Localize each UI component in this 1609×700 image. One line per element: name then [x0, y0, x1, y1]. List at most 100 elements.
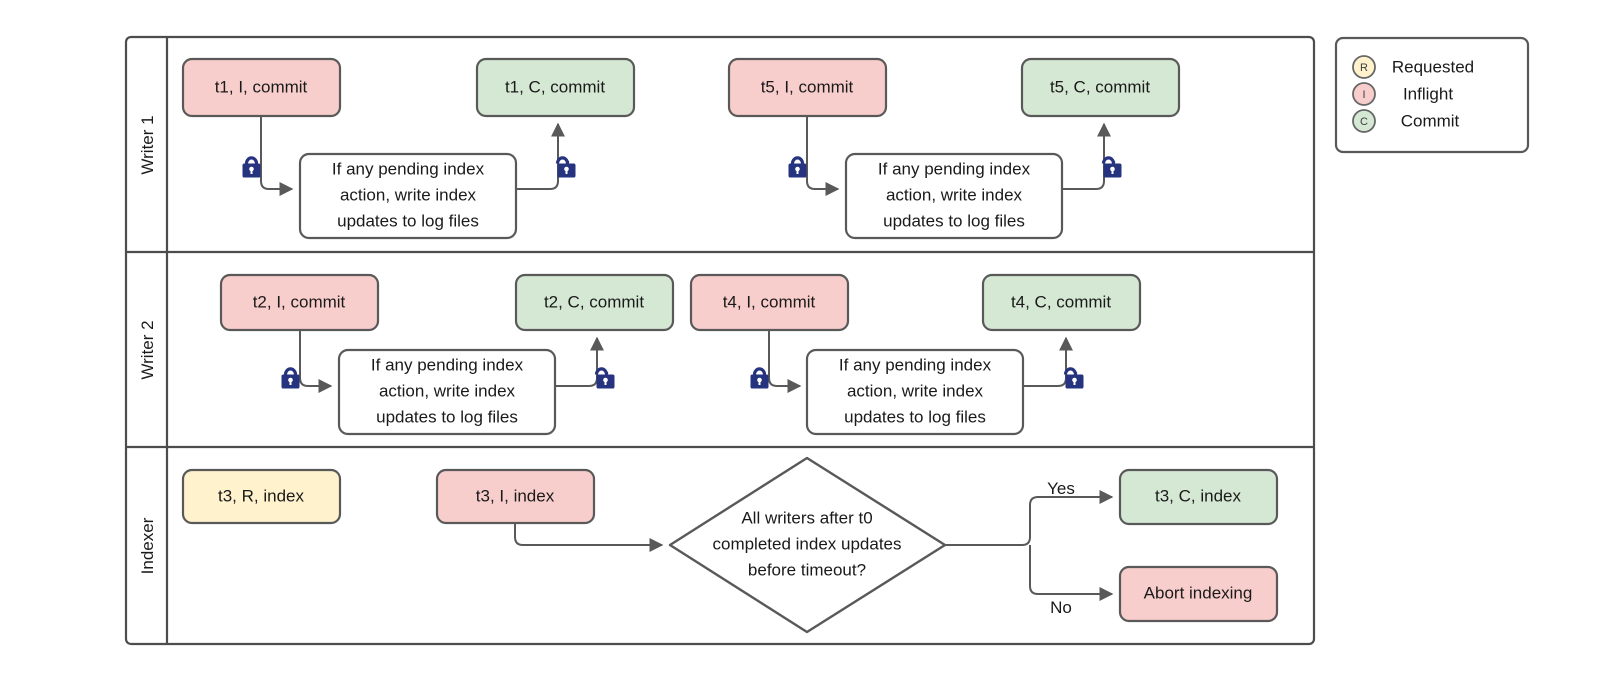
node-t4-inflight[interactable]: t4, I, commit — [689, 273, 850, 332]
lock-closed-icon — [788, 156, 807, 178]
node-t4-commit[interactable]: t4, C, commit — [981, 273, 1142, 332]
writer2-process-2-line-1: If any pending index — [839, 355, 992, 374]
lane-indexer-content: Yes No t3, R, index t3, I, index All wri… — [181, 456, 1279, 634]
writer1-process-1-line-2: action, write index — [340, 185, 477, 204]
node-t5-inflight-box[interactable] — [727, 57, 888, 118]
edge-process2-to-t4commit — [1024, 336, 1073, 387]
lane-writer2-content: t2, I, commit t2, C, commit t4, I, commi… — [219, 273, 1142, 436]
edge-label-no: No — [1050, 598, 1072, 617]
node-t2-commit-box[interactable] — [514, 273, 675, 332]
node-t1-inflight-box[interactable] — [181, 57, 342, 118]
legend-label-inflight: Inflight — [1403, 84, 1453, 103]
lock-open-icon — [1063, 367, 1084, 389]
node-abort-indexing-box[interactable] — [1118, 565, 1279, 623]
decision-diamond-shape[interactable] — [668, 456, 947, 634]
edge-t5inflight-to-process2 — [806, 116, 840, 196]
node-abort-indexing[interactable]: Abort indexing — [1118, 565, 1279, 623]
writer1-process-2-line-3: updates to log files — [883, 211, 1025, 230]
legend-badge-commit-icon — [1352, 109, 1376, 133]
node-t1-inflight-label: t1, I, commit — [215, 77, 308, 96]
writer1-process-2-line-1: If any pending index — [878, 159, 1031, 178]
legend-label-requested: Requested — [1392, 57, 1474, 76]
node-t1-commit-box[interactable] — [475, 57, 636, 118]
node-t5-commit-box[interactable] — [1020, 57, 1181, 118]
node-t3-commit-box[interactable] — [1118, 468, 1279, 526]
lock-closed-icon — [750, 367, 769, 389]
legend-item-inflight: I Inflight — [1352, 82, 1453, 106]
pool-outline — [124, 35, 1316, 646]
legend-container — [1334, 36, 1530, 154]
node-t1-inflight[interactable]: t1, I, commit — [181, 57, 342, 118]
node-writer2-process-2[interactable]: If any pending index action, write index… — [805, 348, 1025, 436]
node-t3-requested-label: t3, R, index — [218, 486, 304, 505]
node-t4-inflight-box[interactable] — [689, 273, 850, 332]
edge-process2-to-t5commit — [1062, 122, 1111, 190]
decision-line-1: All writers after t0 — [741, 508, 872, 527]
decision-line-2: completed index updates — [712, 534, 901, 553]
edge-decision-no-to-abort — [1029, 545, 1114, 601]
edge-process1-to-t2commit — [555, 336, 604, 387]
node-t2-commit-label: t2, C, commit — [544, 292, 644, 311]
node-abort-indexing-label: Abort indexing — [1144, 583, 1253, 602]
legend-badge-inflight-glyph: I — [1362, 89, 1365, 101]
edge-label-yes: Yes — [1047, 479, 1075, 498]
decision-all-writers-completed[interactable]: All writers after t0 completed index upd… — [668, 456, 947, 634]
writer1-process-1-line-3: updates to log files — [337, 211, 479, 230]
writer2-process-1-line-1: If any pending index — [371, 355, 524, 374]
node-writer2-process-1[interactable]: If any pending index action, write index… — [337, 348, 557, 436]
node-t3-inflight-label: t3, I, index — [476, 486, 555, 505]
writer2-process-2-line-2: action, write index — [847, 381, 984, 400]
node-t3-commit-label: t3, C, index — [1155, 486, 1241, 505]
node-t5-inflight-label: t5, I, commit — [761, 77, 854, 96]
lock-open-icon — [594, 367, 615, 389]
node-t3-commit[interactable]: t3, C, index — [1118, 468, 1279, 526]
lock-open-icon — [1101, 156, 1122, 178]
node-t1-commit-label: t1, C, commit — [505, 77, 605, 96]
node-t4-commit-box[interactable] — [981, 273, 1142, 332]
edge-process1-to-t1commit — [516, 122, 565, 190]
writer2-process-1-line-2: action, write index — [379, 381, 516, 400]
legend: R Requested I Inflight C Commit — [1334, 36, 1530, 154]
node-t2-inflight[interactable]: t2, I, commit — [219, 273, 380, 332]
lane-label-writer2: Writer 2 — [138, 320, 157, 379]
node-t4-inflight-label: t4, I, commit — [723, 292, 816, 311]
lane-writer1-content: t1, I, commit t1, C, commit t5, I, commi… — [181, 57, 1181, 240]
node-t5-commit-label: t5, C, commit — [1050, 77, 1150, 96]
lane-label-writer1: Writer 1 — [138, 115, 157, 174]
decision-line-3: before timeout? — [748, 560, 866, 579]
node-t2-inflight-box[interactable] — [219, 273, 380, 332]
node-t1-commit[interactable]: t1, C, commit — [475, 57, 636, 118]
lock-closed-icon — [281, 367, 300, 389]
node-t4-commit-label: t4, C, commit — [1011, 292, 1111, 311]
edge-decision-yes-to-t3commit — [945, 490, 1114, 546]
node-writer1-process-1-box[interactable] — [298, 152, 518, 240]
node-writer2-process-1-box[interactable] — [337, 348, 557, 436]
legend-label-commit: Commit — [1401, 111, 1460, 130]
legend-item-commit: C Commit — [1352, 109, 1460, 133]
node-writer2-process-2-box[interactable] — [805, 348, 1025, 436]
node-t5-inflight[interactable]: t5, I, commit — [727, 57, 888, 118]
node-t2-commit[interactable]: t2, C, commit — [514, 273, 675, 332]
node-t3-requested[interactable]: t3, R, index — [181, 468, 342, 525]
lane-label-indexer: Indexer — [138, 517, 157, 574]
node-writer1-process-1[interactable]: If any pending index action, write index… — [298, 152, 518, 240]
legend-item-requested: R Requested — [1352, 55, 1474, 79]
lock-open-icon — [555, 156, 576, 178]
node-t3-inflight[interactable]: t3, I, index — [435, 468, 596, 525]
lock-closed-icon — [242, 156, 261, 178]
swimlane-pool: Writer 1 Writer 2 Indexer — [124, 35, 1316, 646]
legend-badge-requested-icon — [1352, 55, 1376, 79]
node-t3-requested-box[interactable] — [181, 468, 342, 525]
node-writer1-process-2[interactable]: If any pending index action, write index… — [844, 152, 1064, 240]
node-t3-inflight-box[interactable] — [435, 468, 596, 525]
legend-badge-commit-glyph: C — [1360, 116, 1368, 128]
writer1-process-1-line-1: If any pending index — [332, 159, 485, 178]
node-t5-commit[interactable]: t5, C, commit — [1020, 57, 1181, 118]
legend-badge-inflight-icon — [1352, 82, 1376, 106]
node-writer1-process-2-box[interactable] — [844, 152, 1064, 240]
writer2-process-2-line-3: updates to log files — [844, 407, 986, 426]
edge-t3inflight-to-decision — [514, 523, 664, 552]
writer1-process-2-line-2: action, write index — [886, 185, 1023, 204]
